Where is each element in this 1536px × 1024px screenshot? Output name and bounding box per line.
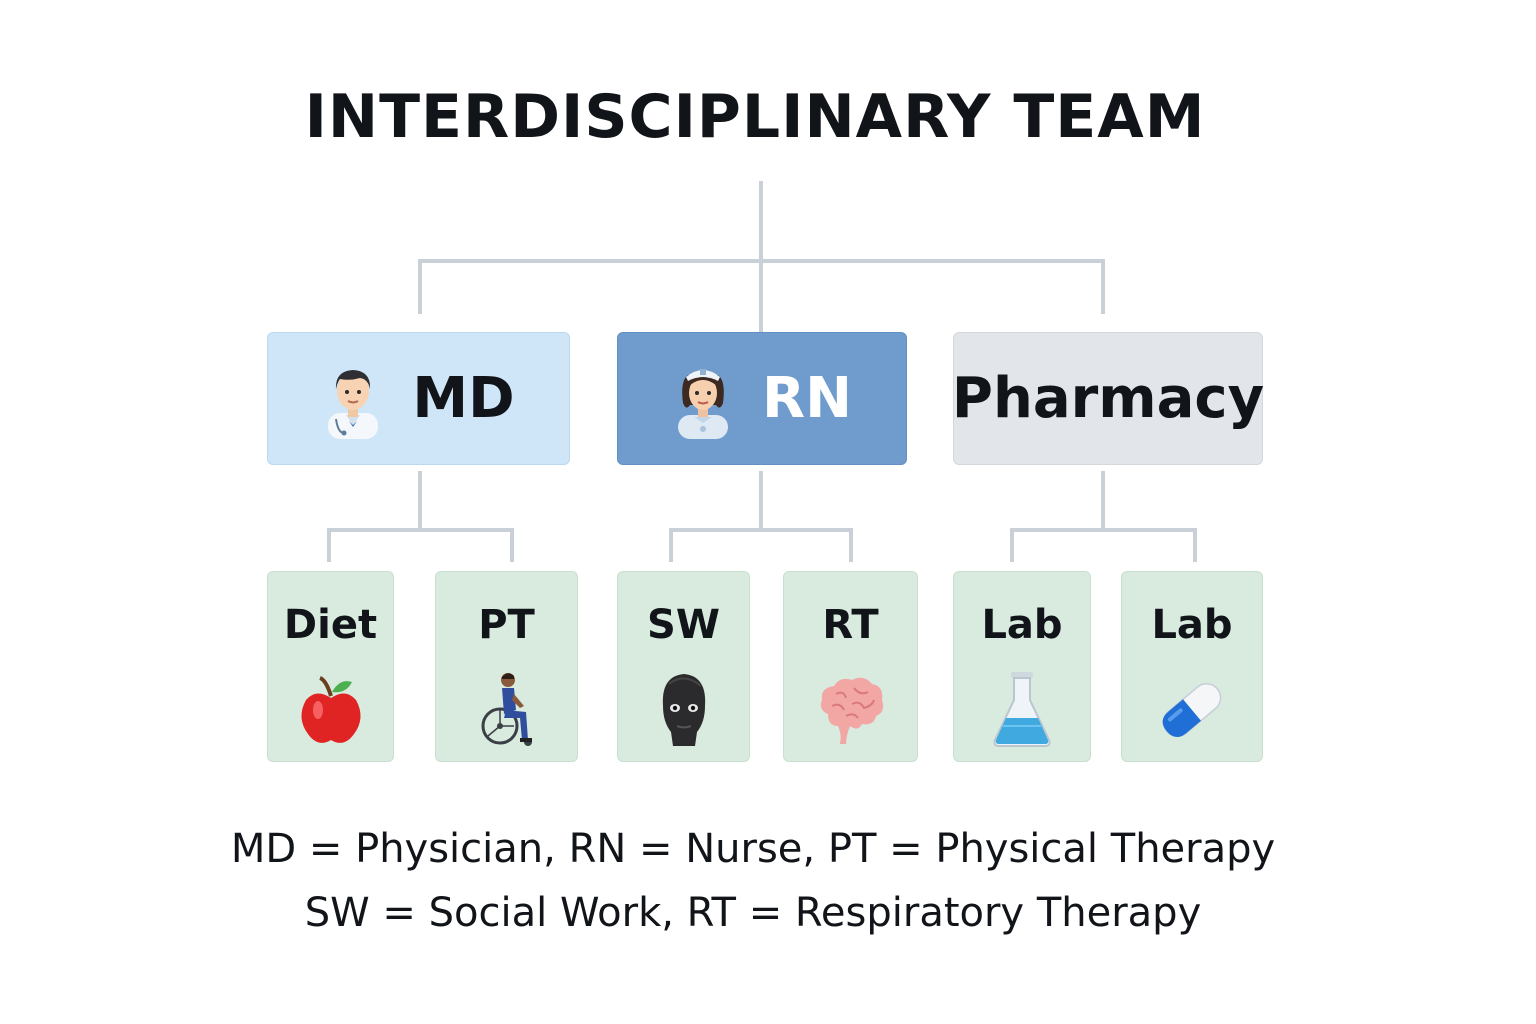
bust-icon <box>662 674 705 746</box>
lab-node-1: Lab <box>953 571 1091 762</box>
pill-icon <box>1162 683 1222 738</box>
md-node: MD <box>267 332 570 465</box>
rn-node: RN <box>617 332 907 465</box>
pharmacy-node: Pharmacy <box>951 332 1265 465</box>
sw-label: SW <box>647 602 720 648</box>
legend-line-2: SW = Social Work, RT = Respiratory Thera… <box>304 890 1202 936</box>
diagram-title: INTERDISCIPLINARY TEAM <box>304 82 1206 152</box>
doctor-icon <box>328 369 379 439</box>
rn-label: RN <box>762 366 852 431</box>
brain-icon <box>820 677 883 744</box>
wheelchair-user-icon <box>481 673 532 746</box>
lab-node-2: Lab <box>1121 571 1263 762</box>
lab-label-1: Lab <box>981 602 1063 648</box>
pt-node: PT <box>435 571 578 762</box>
nurse-icon <box>678 368 728 439</box>
apple-icon <box>300 676 361 743</box>
md-label: MD <box>412 366 515 431</box>
flask-icon <box>993 672 1051 747</box>
rt-label: RT <box>822 602 879 648</box>
rt-node: RT <box>783 571 918 762</box>
sw-node: SW <box>617 571 750 762</box>
legend-line-1: MD = Physician, RN = Nurse, PT = Physica… <box>230 826 1276 872</box>
pt-label: PT <box>478 602 535 648</box>
diet-node: Diet <box>267 571 394 762</box>
diet-label: Diet <box>283 602 378 648</box>
lab-label-2: Lab <box>1151 602 1233 648</box>
pharmacy-label: Pharmacy <box>951 366 1265 431</box>
